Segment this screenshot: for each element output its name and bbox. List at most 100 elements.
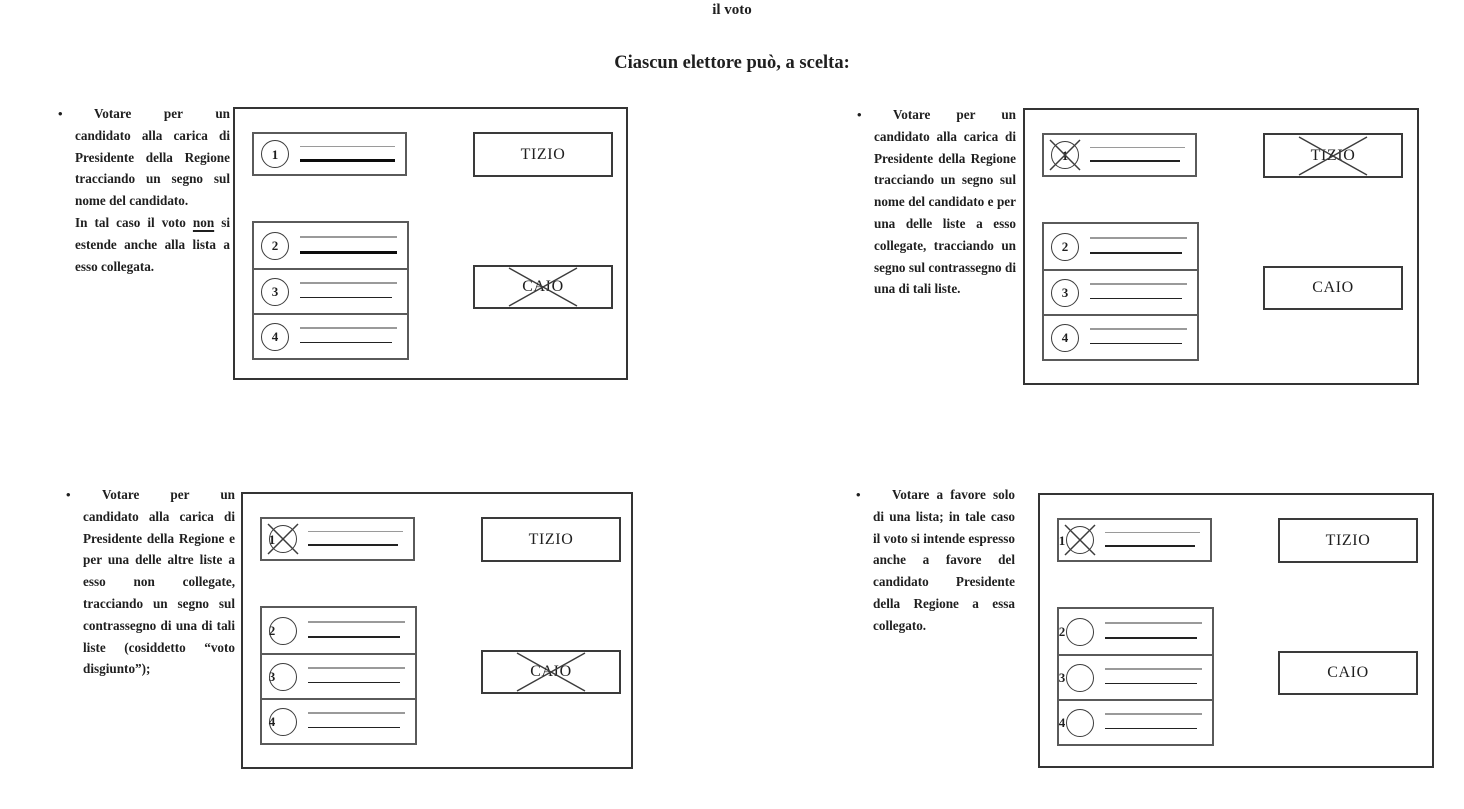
text-segment: si estende anche alla lista a esso colle… [75, 214, 230, 274]
list-number: 2 [1061, 239, 1069, 255]
list-number: 3 [268, 669, 276, 685]
name-line-bottom [300, 341, 392, 344]
candidate-box-tizio: TIZIO [1278, 518, 1418, 563]
name-line-bottom [308, 543, 398, 546]
panel-paragraph: Votare per un candidato alla carica di P… [75, 103, 230, 212]
list-number: 3 [271, 284, 279, 300]
name-line-top [1090, 328, 1187, 331]
list-name-lines [308, 608, 405, 653]
list-box-3: 3 [1044, 269, 1197, 314]
name-line-top [308, 621, 405, 623]
list-box-1: 1 [252, 132, 407, 176]
ballot-diagram-bottom-right: 1 2 3 4 TIZIO CAIO [1038, 493, 1434, 768]
list-number: 1 [268, 531, 276, 547]
list-group: 2 3 4 [260, 606, 417, 745]
list-box-3: 3 [262, 653, 415, 698]
name-line-bottom [308, 635, 400, 638]
list-group: 2 3 4 [1057, 607, 1214, 746]
list-box-3: 3 [254, 268, 407, 313]
list-box-4: 4 [254, 313, 407, 358]
candidate-label: CAIO [1312, 279, 1354, 296]
candidate-label: TIZIO [520, 145, 566, 163]
list-box-3: 3 [1059, 654, 1212, 699]
panel-paragraph: Votare a favore solo di una lista; in ta… [873, 484, 1015, 637]
list-box-1: 1 [1057, 518, 1212, 562]
candidate-box-tizio: TIZIO [1263, 133, 1403, 178]
list-name-lines [308, 700, 405, 743]
list-number: 3 [1058, 670, 1066, 686]
name-line-top [1105, 531, 1200, 534]
panel-text-top-right: • Votare per un candidato alla carica di … [855, 104, 1016, 300]
list-name-lines [1105, 656, 1202, 699]
list-number: 2 [268, 623, 276, 639]
panel-paragraph: Votare per un candidato alla carica di P… [874, 104, 1016, 300]
name-line-bottom [1105, 682, 1197, 685]
list-number-circle: 2 [268, 616, 297, 645]
list-name-lines [1105, 701, 1202, 744]
list-box-1: 1 [260, 517, 415, 561]
name-line-top [1090, 146, 1185, 149]
list-name-lines [1090, 271, 1187, 314]
list-number: 1 [271, 146, 279, 162]
list-number-circle: 4 [1051, 323, 1079, 352]
bullet-marker: • [58, 106, 63, 121]
name-line-top [1090, 283, 1187, 286]
list-number-circle: 3 [268, 662, 297, 691]
candidate-box-caio: CAIO [1278, 651, 1418, 695]
panel-text-top-left: • Votare per un candidato alla carica di … [56, 103, 230, 277]
cross-mark-icon [508, 267, 578, 307]
list-name-lines [300, 223, 397, 268]
name-line-top [308, 712, 405, 715]
cross-mark-icon [1064, 524, 1096, 556]
name-line-top [300, 282, 397, 285]
list-name-lines [1090, 224, 1187, 269]
name-line-top [1105, 713, 1202, 716]
name-line-bottom [1090, 251, 1182, 254]
list-number-circle: 3 [261, 277, 289, 306]
name-line-top [1090, 237, 1187, 239]
candidate-label: CAIO [1327, 664, 1369, 681]
name-line-bottom [300, 296, 392, 299]
name-line-top [308, 530, 403, 533]
cross-mark-icon [1049, 139, 1081, 171]
name-line-bottom [1090, 342, 1182, 345]
list-name-lines [1090, 316, 1187, 359]
list-name-lines [300, 315, 397, 358]
list-name-lines [308, 519, 403, 559]
candidate-box-caio: CAIO [481, 650, 621, 694]
text-segment: In tal caso il voto [75, 214, 193, 230]
list-number-circle: 1 [261, 140, 289, 168]
panel-paragraph: Votare per un candidato alla carica di P… [83, 484, 235, 680]
ballot-diagram-bottom-left: 1 2 3 4 TIZIO CAIO [241, 492, 633, 769]
list-box-2: 2 [1044, 224, 1197, 269]
underlined-word: non [192, 214, 215, 230]
text-segment: Votare per un candidato alla carica di P… [83, 487, 235, 677]
list-box-2: 2 [254, 223, 407, 268]
name-line-bottom [1105, 636, 1197, 639]
name-line-top [1105, 622, 1202, 624]
cross-mark-icon [267, 523, 299, 555]
bullet-marker: • [856, 487, 861, 502]
list-group: 2 3 4 [1042, 222, 1199, 361]
candidate-box-tizio: TIZIO [481, 517, 621, 562]
list-box-4: 4 [262, 698, 415, 743]
text-segment: Votare per un candidato alla carica di P… [75, 106, 230, 209]
list-number: 1 [1058, 532, 1066, 548]
list-number-circle: 4 [269, 707, 297, 736]
list-number: 2 [1058, 624, 1066, 640]
list-name-lines [1090, 135, 1185, 175]
list-box-2: 2 [1059, 609, 1212, 654]
name-line-bottom [1105, 544, 1195, 547]
name-line-bottom [300, 158, 395, 162]
list-name-lines [1105, 609, 1202, 654]
candidate-label: TIZIO [1325, 531, 1371, 549]
name-line-bottom [1105, 727, 1197, 730]
list-number-circle: 4 [1059, 708, 1094, 737]
list-number-circle: 3 [1051, 278, 1079, 307]
bullet-marker: • [857, 107, 862, 122]
list-number-circle: 2 [261, 231, 289, 260]
list-number: 4 [1058, 715, 1066, 731]
name-line-bottom [308, 681, 400, 684]
name-line-top [300, 236, 397, 238]
